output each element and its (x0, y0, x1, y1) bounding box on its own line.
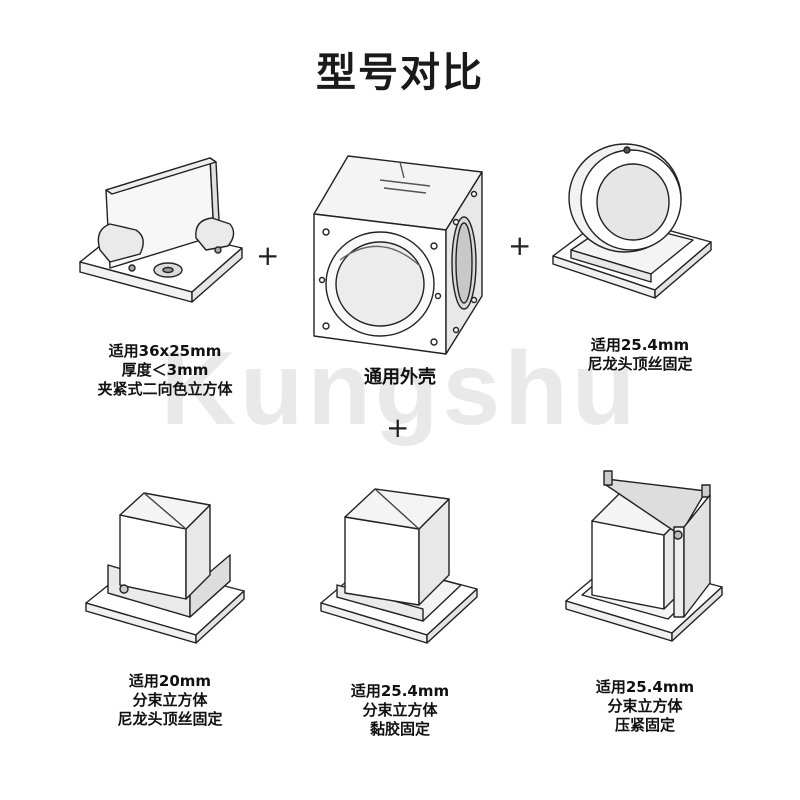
universal-housing-cube-image (300, 150, 490, 360)
dichroic-clamp-mount-image (70, 150, 250, 310)
product-caption-5: 适用25.4mm 分束立方体 压紧固定 (545, 678, 745, 735)
caption-line: 厚度＜3mm (121, 361, 209, 379)
plus-sign: + (256, 239, 280, 272)
product-caption-1: 适用36x25mm 厚度＜3mm 夹紧式二向色立方体 (60, 342, 270, 399)
caption-line: 适用20mm (128, 672, 212, 690)
caption-line: 夹紧式二向色立方体 (97, 380, 233, 398)
ring-mount-image (545, 140, 720, 305)
beamsplitter-glued-image (315, 485, 485, 650)
watermark: Kungshu (160, 331, 640, 447)
caption-line: 分束立方体 (132, 691, 208, 709)
caption-line: 尼龙头顶丝固定 (587, 355, 693, 373)
caption-line: 分束立方体 (607, 697, 683, 715)
product-caption-4: 适用25.4mm 分束立方体 黏胶固定 (300, 682, 500, 739)
plus-sign: + (508, 229, 532, 262)
plus-sign: + (386, 411, 410, 444)
page-title: 型号对比 (316, 50, 484, 96)
caption-line: 黏胶固定 (369, 720, 430, 738)
caption-line: 适用25.4mm (590, 336, 690, 354)
beamsplitter-20mm-image (80, 485, 255, 650)
caption-line: 分束立方体 (362, 701, 438, 719)
caption-line: 适用25.4mm (350, 682, 450, 700)
caption-line: 尼龙头顶丝固定 (117, 710, 223, 728)
caption-line: 适用25.4mm (595, 678, 695, 696)
product-caption-3: 适用20mm 分束立方体 尼龙头顶丝固定 (70, 672, 270, 729)
beamsplitter-clamped-image (560, 465, 730, 645)
housing-caption: 通用外壳 (364, 367, 436, 388)
caption-line: 适用36x25mm (108, 342, 222, 360)
caption-line: 压紧固定 (614, 716, 675, 734)
product-caption-2: 适用25.4mm 尼龙头顶丝固定 (545, 336, 735, 374)
